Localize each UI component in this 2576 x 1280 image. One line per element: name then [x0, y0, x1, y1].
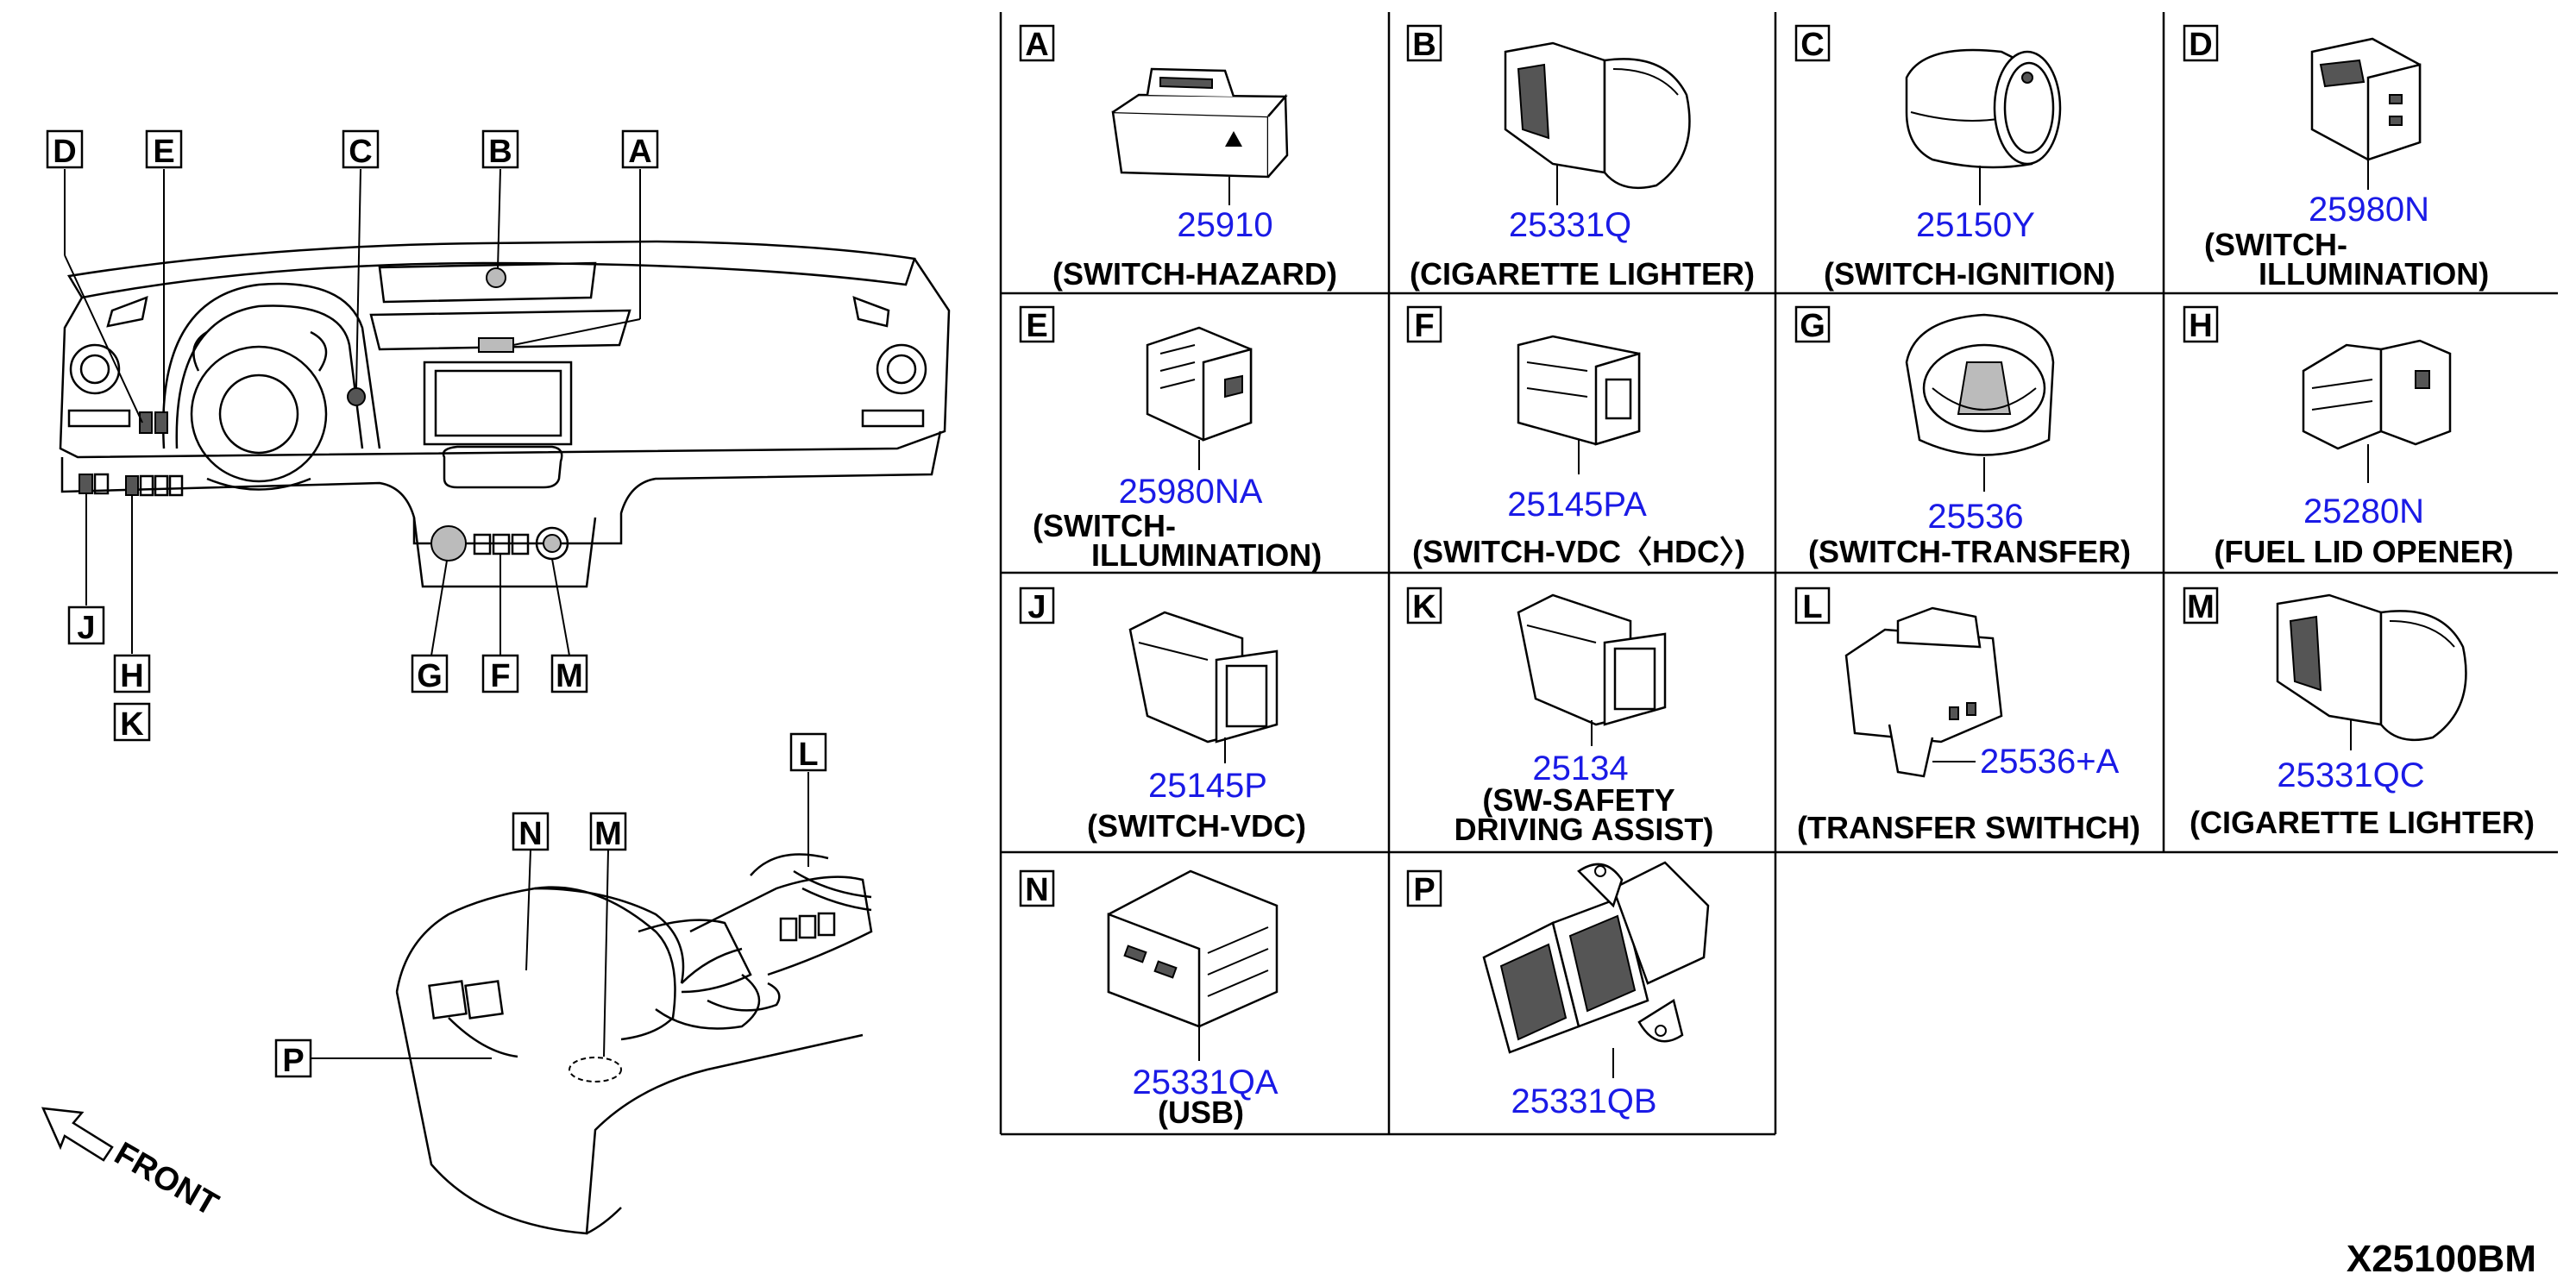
- callout-letter: A: [628, 134, 651, 170]
- cigarette-lighter-part: [1504, 41, 1691, 190]
- illumination-switch-part: [1146, 326, 1253, 442]
- callout-letter: M: [556, 658, 583, 694]
- callout-letter: L: [798, 737, 818, 773]
- cell-letter: L: [1802, 589, 1822, 625]
- overview-callouts: D E C B A J H K G F M: [46, 129, 659, 743]
- cell-D: D 25980N (SWITCH- ILLUMINATION): [2183, 24, 2489, 292]
- part-number: 25331QC: [2277, 756, 2424, 794]
- parts-grid: [999, 12, 2558, 1136]
- callout-letter: J: [77, 610, 95, 646]
- hazard-switch-part: [1111, 67, 1289, 179]
- cell-letter: K: [1412, 589, 1436, 625]
- cell-letter: N: [1025, 872, 1048, 908]
- usb-part: [1107, 869, 1279, 1028]
- part-name: (SWITCH-HAZARD): [1052, 256, 1337, 292]
- part-number: 25134: [1532, 750, 1628, 787]
- callout-letter: G: [417, 658, 443, 694]
- cell-M: M 25331QC (CIGARETTE LIGHTER): [2183, 587, 2535, 840]
- part-number: 25331Q: [1509, 206, 1631, 244]
- front-label: FRONT: [109, 1135, 224, 1223]
- transfer-switch-part: [1844, 606, 2003, 778]
- cell-N: N 25331QA (USB): [1019, 869, 1279, 1130]
- diagram-code: X25100BM: [2347, 1238, 2536, 1280]
- callout-letter: B: [488, 134, 512, 170]
- callout-letter: P: [282, 1043, 304, 1079]
- part-number: 25980N: [2309, 191, 2429, 229]
- cell-letter: F: [1414, 308, 1434, 344]
- cell-letter: H: [2189, 308, 2212, 344]
- part-name: (SW-SAFETY: [1482, 782, 1674, 818]
- part-name: (SWITCH-TRANSFER): [1808, 534, 2131, 569]
- part-number: 25145PA: [1507, 486, 1647, 524]
- cell-J: J 25145P (SWITCH-VDC): [1019, 587, 1306, 844]
- part-number: 25980NA: [1119, 473, 1263, 511]
- callout-letter: M: [594, 816, 622, 852]
- cell-H: H 25280N (FUEL LID OPENER): [2183, 305, 2514, 569]
- part-name: ILLUMINATION): [1091, 537, 1322, 573]
- cell-letter: J: [1027, 589, 1046, 625]
- callout-letter: E: [153, 134, 174, 170]
- cell-letter: B: [1412, 27, 1436, 63]
- part-number: 25536+A: [1980, 743, 2120, 781]
- cell-letter: G: [1800, 308, 1825, 344]
- vdc-hdc-switch-part: [1517, 335, 1641, 446]
- part-name: (CIGARETTE LIGHTER): [2190, 805, 2535, 840]
- cell-letter: E: [1026, 308, 1047, 344]
- part-number: 25150Y: [1916, 206, 2035, 244]
- cell-letter: P: [1413, 872, 1435, 908]
- callout-letter: H: [120, 658, 143, 694]
- cell-G: G 25536 (SWITCH-TRANSFER): [1794, 305, 2131, 569]
- part-name: (SWITCH-: [1033, 508, 1176, 543]
- cigarette-lighter-part: [2276, 593, 2467, 742]
- safety-switch-part: [1517, 593, 1667, 726]
- callout-letter: K: [120, 706, 144, 743]
- part-name: (USB): [1158, 1095, 1244, 1130]
- cell-letter: C: [1800, 27, 1824, 63]
- vdc-switch-part: [1128, 611, 1279, 744]
- power-outlet-part: [1482, 861, 1710, 1054]
- cell-C: C 25150Y (SWITCH-IGNITION): [1794, 24, 2115, 292]
- part-number: 25280N: [2303, 493, 2424, 530]
- console-overview: [311, 772, 873, 1235]
- cell-B: B 25331Q (CIGARETTE LIGHTER): [1406, 24, 1755, 292]
- part-name: (FUEL LID OPENER): [2214, 534, 2513, 569]
- part-number: 25910: [1177, 206, 1272, 244]
- cell-P: P 25331QB: [1406, 861, 1710, 1120]
- callout-letter: D: [53, 134, 76, 170]
- cell-L: L 25536+A (TRANSFER SWITHCH): [1794, 587, 2140, 845]
- callout-letter: C: [349, 134, 372, 170]
- part-name: (SWITCH-VDC): [1087, 808, 1306, 844]
- cell-K: K 25134 (SW-SAFETY DRIVING ASSIST): [1406, 587, 1714, 847]
- cell-A: A 25910 (SWITCH-HAZARD): [1019, 24, 1337, 292]
- cell-F: F 25145PA (SWITCH-VDC〈HDC〉): [1406, 305, 1745, 569]
- part-number: 25331QA: [1132, 1064, 1278, 1101]
- part-name: (CIGARETTE LIGHTER): [1410, 256, 1755, 292]
- cell-letter: M: [2187, 589, 2215, 625]
- callout-letter: N: [518, 816, 542, 852]
- ignition-switch-part: [1905, 48, 2062, 169]
- cell-E: E 25980NA (SWITCH- ILLUMINATION): [1019, 305, 1322, 573]
- console-callouts: L N M P: [274, 732, 827, 1079]
- part-number: 25145P: [1148, 767, 1267, 805]
- part-name: (TRANSFER SWITHCH): [1797, 810, 2140, 845]
- part-number: 25536: [1927, 498, 2023, 536]
- cell-letter: D: [2189, 27, 2212, 63]
- part-name: (SWITCH-: [2204, 227, 2347, 262]
- part-number: 25331QB: [1511, 1082, 1656, 1120]
- callout-letter: F: [490, 658, 510, 694]
- fuel-lid-opener-part: [2302, 339, 2452, 450]
- cell-letter: A: [1025, 27, 1048, 63]
- front-arrow: FRONT: [41, 1107, 224, 1223]
- illumination-switch-part: [2310, 37, 2422, 161]
- part-name: (SWITCH-VDC〈HDC〉): [1412, 534, 1745, 569]
- part-name: ILLUMINATION): [2259, 256, 2489, 292]
- part-name: DRIVING ASSIST): [1454, 812, 1714, 847]
- dashboard-overview: [59, 168, 951, 656]
- part-name: (SWITCH-IGNITION): [1824, 256, 2115, 292]
- transfer-switch-part: [1905, 313, 2055, 456]
